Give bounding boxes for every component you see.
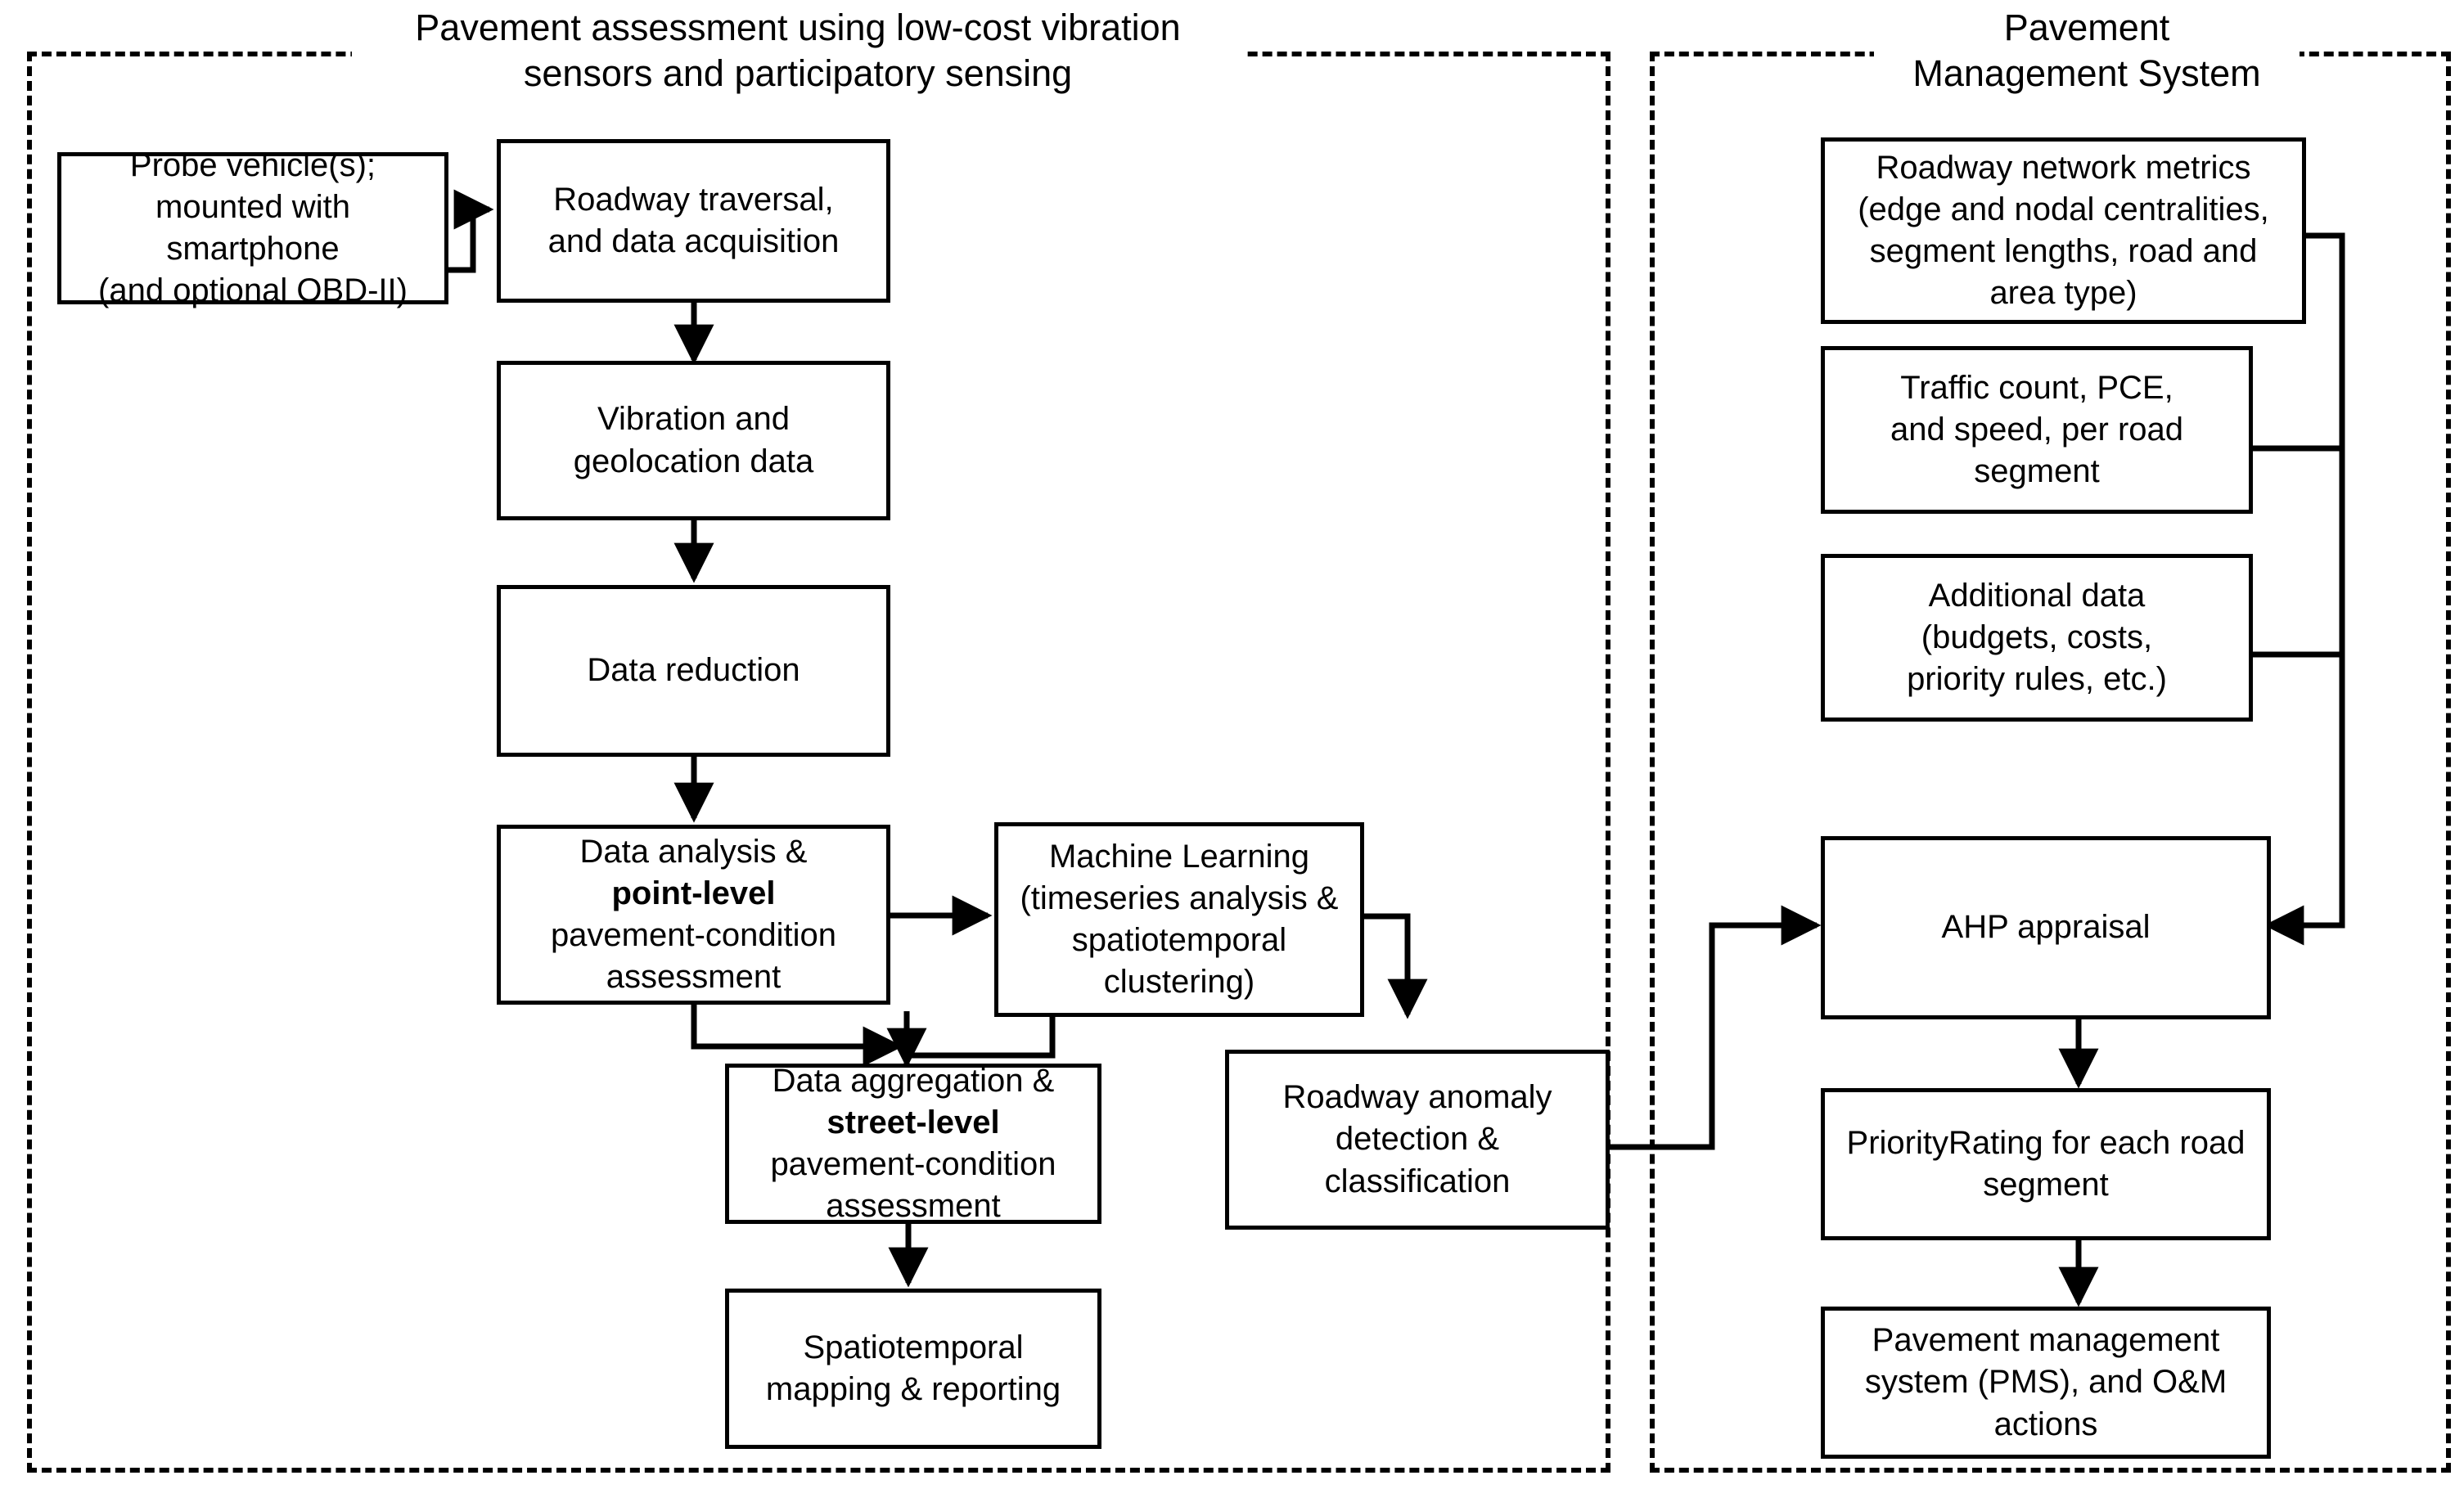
- node-priority-rating[interactable]: PriorityRating for each road segment: [1821, 1088, 2271, 1240]
- connector-anomaly-to-ahp: [1610, 905, 1822, 1150]
- node-priority-rating-label: PriorityRating for each road segment: [1846, 1124, 2246, 1203]
- panel-right-title: Pavement Management System: [1874, 5, 2300, 97]
- node-machine-learning[interactable]: Machine Learning (timeseries analysis & …: [994, 822, 1364, 1017]
- node-data-analysis[interactable]: Data analysis & point-level pavement-con…: [497, 825, 890, 1005]
- node-data-aggregation-label-post: pavement-condition assessment: [770, 1146, 1056, 1225]
- node-machine-learning-label: Machine Learning (timeseries analysis & …: [1020, 838, 1339, 1001]
- node-data-analysis-label-pre: Data analysis &: [579, 833, 808, 870]
- node-additional-data-label: Additional data (budgets, costs, priorit…: [1907, 577, 2167, 698]
- node-data-analysis-label-post: pavement-condition assessment: [550, 917, 837, 996]
- node-data-reduction-label: Data reduction: [587, 652, 800, 689]
- node-data-aggregation-label-bold: street-level: [827, 1104, 1000, 1140]
- node-pavement-management[interactable]: Pavement management system (PMS), and O&…: [1821, 1307, 2271, 1459]
- node-traffic-count-label: Traffic count, PCE, and speed, per road …: [1890, 369, 2184, 490]
- connector-ml-to-aggregation: [903, 1011, 1056, 1059]
- node-spatiotemporal-mapping-label: Spatiotemporal mapping & reporting: [765, 1329, 1061, 1407]
- connector-ml-to-anomaly: [1364, 913, 1428, 1019]
- node-pavement-management-label: Pavement management system (PMS), and O&…: [1864, 1322, 2228, 1442]
- panel-left-title: Pavement assessment using low-cost vibra…: [352, 5, 1244, 97]
- connector-analysis-to-aggregation: [691, 1005, 899, 1050]
- node-roadway-traversal[interactable]: Roadway traversal, and data acquisition: [497, 139, 890, 303]
- node-roadway-traversal-label: Roadway traversal, and data acquisition: [547, 181, 840, 259]
- node-data-reduction[interactable]: Data reduction: [497, 585, 890, 757]
- node-vibration-geolocation[interactable]: Vibration and geolocation data: [497, 361, 890, 520]
- node-additional-data[interactable]: Additional data (budgets, costs, priorit…: [1821, 554, 2253, 722]
- node-data-analysis-label-bold: point-level: [611, 875, 776, 911]
- node-roadway-anomaly-label: Roadway anomaly detection & classificati…: [1282, 1079, 1552, 1199]
- node-probe-vehicle[interactable]: Probe vehicle(s); mounted with smartphon…: [57, 147, 448, 308]
- node-ahp-appraisal-label: AHP appraisal: [1941, 909, 2151, 946]
- node-traffic-count[interactable]: Traffic count, PCE, and speed, per road …: [1821, 346, 2253, 514]
- node-data-aggregation[interactable]: Data aggregation & street-level pavement…: [725, 1063, 1101, 1225]
- connector-metrics-to-trunk: [2264, 232, 2345, 946]
- node-roadway-anomaly[interactable]: Roadway anomaly detection & classificati…: [1225, 1050, 1610, 1230]
- node-vibration-geolocation-label: Vibration and geolocation data: [573, 401, 814, 479]
- connector-probe-to-traversal: [448, 189, 494, 273]
- node-ahp-appraisal[interactable]: AHP appraisal: [1821, 836, 2271, 1019]
- node-data-aggregation-label-pre: Data aggregation &: [772, 1062, 1055, 1099]
- node-probe-vehicle-label: Probe vehicle(s); mounted with smartphon…: [98, 146, 408, 309]
- node-roadway-network-metrics-label: Roadway network metrics (edge and nodal …: [1858, 149, 2269, 312]
- node-roadway-network-metrics[interactable]: Roadway network metrics (edge and nodal …: [1821, 137, 2306, 324]
- node-spatiotemporal-mapping[interactable]: Spatiotemporal mapping & reporting: [725, 1289, 1101, 1449]
